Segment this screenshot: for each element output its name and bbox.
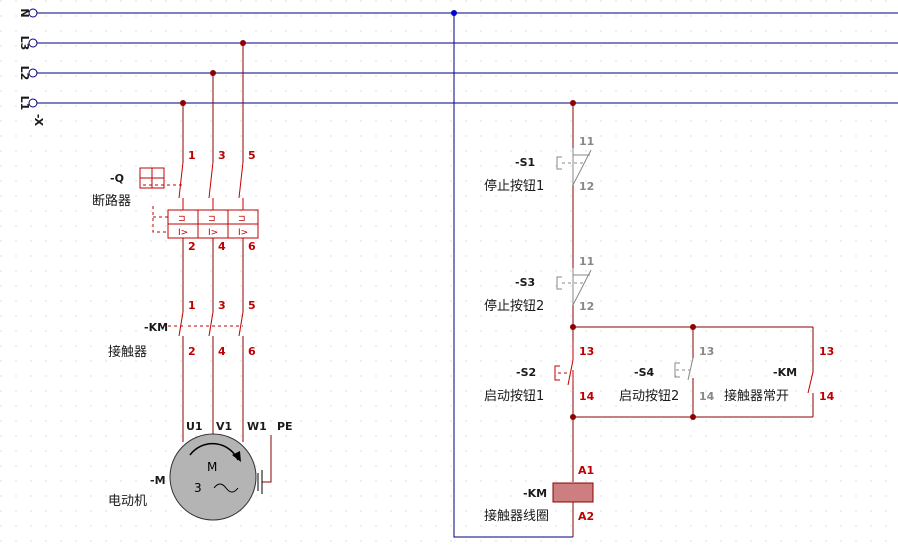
start-button-2-pin-b: 14 [699,390,715,403]
coil-tag: -KM [523,487,547,500]
aux-contact-pin-a: 13 [819,345,834,358]
aux-contact-label: 接触器常开 [724,388,789,404]
svg-text:⊐: ⊐ [178,214,186,224]
contactor-pin-top-3: 3 [218,299,226,312]
contactor-pin-top-5: 5 [248,299,256,312]
breaker-pin-top-3: 3 [218,149,226,162]
stop-button-1-pin-a: 11 [579,135,594,148]
motor-tag: -M [150,474,166,487]
stop-button-1-tag: -S1 [515,156,535,169]
contactor-pin-bottom-4: 4 [218,345,226,358]
start-button-2-symbol [674,357,694,381]
contactor-main-tag: -KM [144,321,168,334]
motor-terminal-w1: W1 [247,420,267,433]
svg-text:⊐: ⊐ [238,214,246,224]
breaker-pin-bottom-4: 4 [218,240,226,253]
start-button-1-symbol [554,342,574,386]
bus-terminal-l1 [28,98,38,108]
bus-label-n: N [18,8,31,17]
breaker-tag: -Q [110,172,124,185]
junctions [180,10,696,420]
svg-text:I>: I> [208,228,218,238]
ac-wave-icon [213,483,239,493]
svg-text:⊐: ⊐ [208,214,216,224]
coil-symbol [552,482,594,503]
stop-button-2-pin-b: 12 [579,300,594,313]
stop-button-1-pin-b: 12 [579,180,594,193]
start-button-1-label: 启动按钮1 [484,389,544,404]
svg-text:I>: I> [238,228,248,238]
breaker-pin-bottom-2: 2 [188,240,196,253]
bus-terminal-l2 [28,68,38,78]
start-button-2-pin-a: 13 [699,345,714,358]
bus-label-l1: L1 [18,96,31,111]
bus-label-l2: L2 [18,66,31,81]
stop-button-2-pin-a: 11 [579,255,594,268]
motor-terminal-pe: PE [277,420,293,433]
stop-button-2-label: 停止按钮2 [484,298,544,314]
contactor-pin-bottom-2: 2 [188,345,196,358]
coil-pin-a2: A2 [578,510,594,523]
breaker-release-glyphs: ⊐ ⊐ ⊐ I> I> I> [178,214,248,238]
coil-pin-a1: A1 [578,464,594,477]
start-button-1-pin-b: 14 [579,390,595,403]
neutral-return [453,13,573,538]
bus-label-l3: L3 [18,36,31,51]
stop-button-1-symbol [556,148,592,186]
breaker-pin-top-5: 5 [248,149,256,162]
coil-label: 接触器线圈 [484,508,549,524]
svg-text:I>: I> [178,228,188,238]
contactor-main-symbol [168,311,244,337]
start-button-2-label: 启动按钮2 [619,389,679,404]
contactor-main-label: 接触器 [108,344,147,360]
motor-symbol [169,433,257,521]
motor-symbol-letter: M [207,460,217,474]
bus-terminal-l3 [28,38,38,48]
aux-contact-tag: -KM [773,366,797,379]
bus-terminal-n [28,8,38,18]
start-button-1-pin-a: 13 [579,345,594,358]
contactor-pin-bottom-6: 6 [248,345,256,358]
terminal-tag: -X [32,114,45,127]
breaker-label: 断路器 [92,193,131,209]
motor-terminal-u1: U1 [186,420,203,433]
aux-contact-symbol [807,371,814,394]
motor-pe-terminal [257,470,263,494]
motor-label: 电动机 [108,494,147,509]
breaker-pin-top-1: 1 [188,149,196,162]
breaker-symbol [139,161,259,239]
motor-terminal-v1: V1 [216,420,232,433]
stop-button-2-symbol [556,268,592,306]
breaker-pin-bottom-6: 6 [248,240,256,253]
aux-contact-pin-b: 14 [819,390,835,403]
stop-button-2-tag: -S3 [515,276,535,289]
motor-phases: 3 [194,481,202,495]
stop-button-1-label: 停止按钮1 [484,178,544,194]
contactor-pin-top-1: 1 [188,299,196,312]
start-button-1-tag: -S2 [516,366,536,379]
start-button-2-tag: -S4 [634,366,654,379]
